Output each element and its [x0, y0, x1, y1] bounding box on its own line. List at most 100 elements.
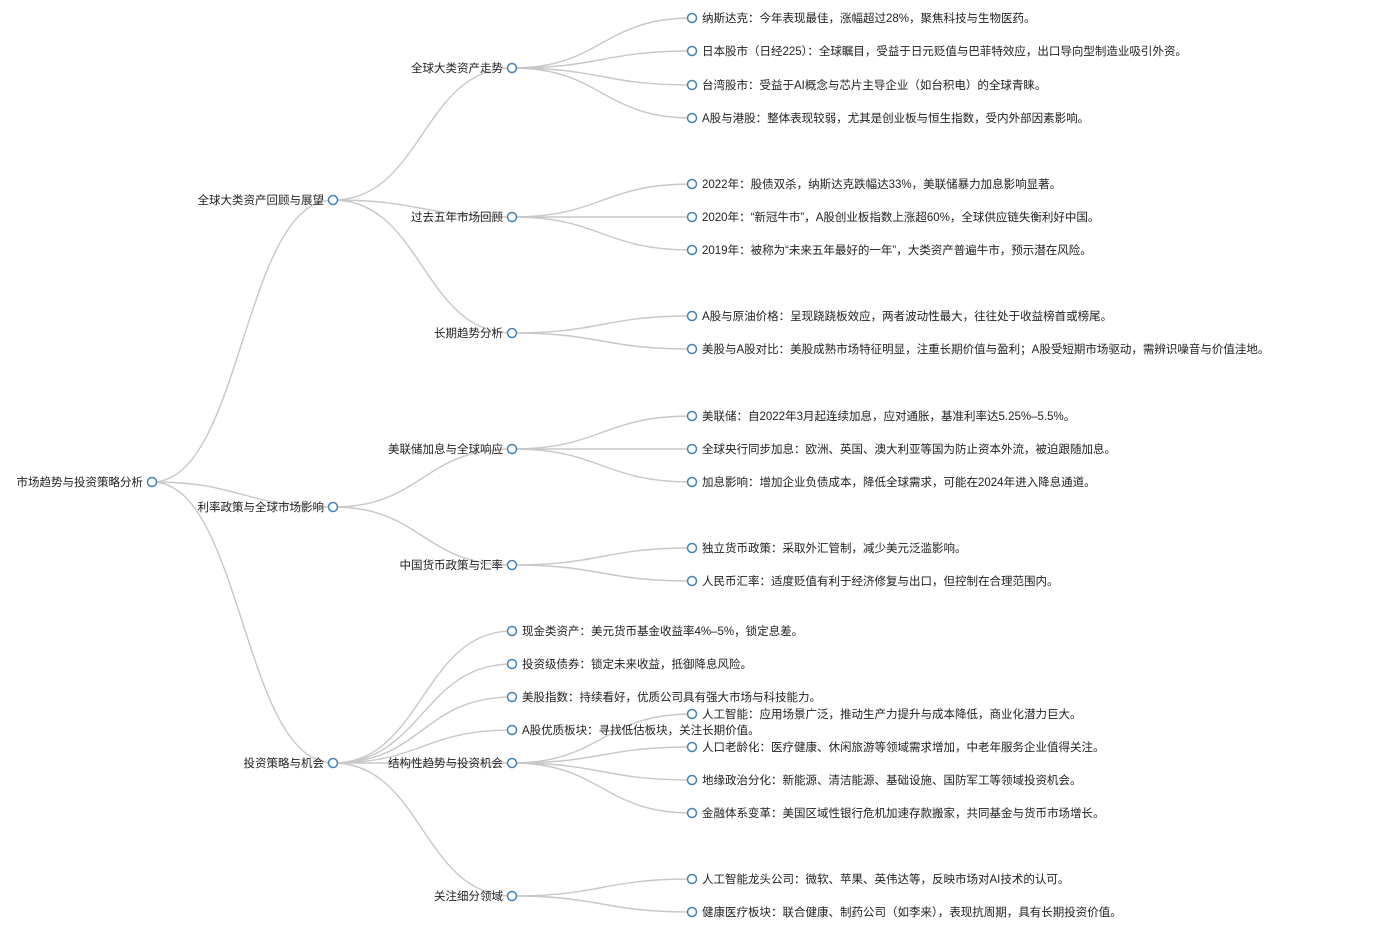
- node-circle-2-2[interactable]: [506, 691, 518, 703]
- tree-node-0-2[interactable]: 长期趋势分析: [434, 326, 518, 340]
- node-circle-0-0[interactable]: [506, 62, 518, 74]
- node-circle-0[interactable]: [327, 194, 339, 206]
- tree-node-1-0[interactable]: 美联储加息与全球响应: [388, 442, 518, 456]
- node-circle-0-2-0[interactable]: [686, 310, 698, 322]
- node-circle-0-2-1[interactable]: [686, 343, 698, 355]
- node-label-1-0-1: 全球央行同步加息：欧洲、英国、澳大利亚等国为防止资本外流，被迫跟随加息。: [702, 442, 1116, 456]
- tree-node-0-1[interactable]: 过去五年市场回顾: [411, 210, 518, 224]
- node-circle-0-1-1[interactable]: [686, 211, 698, 223]
- tree-node-2[interactable]: 投资策略与机会: [244, 756, 339, 770]
- tree-node-2-4[interactable]: 结构性趋势与投资机会: [388, 756, 518, 770]
- tree-link: [332, 729, 513, 764]
- tree-node-0-0-0[interactable]: 纳斯达克：今年表现最佳，涨幅超过28%，聚焦科技与生物医药。: [686, 11, 1036, 25]
- tree-node-2-4-1[interactable]: 人口老龄化：医疗健康、休闲旅游等领域需求增加，中老年服务企业值得关注。: [686, 740, 1105, 754]
- tree-node-0-1-1[interactable]: 2020年：“新冠牛市”，A股创业板指数上涨超60%，全球供应链失衡利好中国。: [686, 210, 1100, 224]
- node-circle-0-1[interactable]: [506, 211, 518, 223]
- node-circle-2-5-1[interactable]: [686, 906, 698, 918]
- node-circle-2-4-3[interactable]: [686, 807, 698, 819]
- node-label-1-1-0: 独立货币政策：采取外汇管制，减少美元泛滥影响。: [702, 541, 967, 555]
- node-label-0-2: 长期趋势分析: [434, 326, 503, 340]
- tree-links: [151, 17, 693, 913]
- node-circle-2-5[interactable]: [506, 890, 518, 902]
- node-circle-0-1-0[interactable]: [686, 178, 698, 190]
- node-circle-2-4[interactable]: [506, 757, 518, 769]
- node-circle-2-4-2[interactable]: [686, 774, 698, 786]
- tree-node-1-1-1[interactable]: 人民币汇率：适度贬值有利于经济修复与出口，但控制在合理范围内。: [686, 574, 1059, 588]
- node-circle-1[interactable]: [327, 501, 339, 513]
- node-circle-1-1-0[interactable]: [686, 542, 698, 554]
- node-circle-1-1[interactable]: [506, 559, 518, 571]
- node-circle-2-4-1[interactable]: [686, 741, 698, 753]
- tree-node-0-2-1[interactable]: 美股与A股对比：美股成熟市场特征明显，注重长期价值与盈利；A股受短期市场驱动，需…: [686, 342, 1270, 356]
- tree-node-0-0[interactable]: 全球大类资产走势: [411, 61, 518, 75]
- tree-node-1-0-1[interactable]: 全球央行同步加息：欧洲、英国、澳大利亚等国为防止资本外流，被迫跟随加息。: [686, 442, 1117, 456]
- tree-node-1-0-2[interactable]: 加息影响：增加企业负债成本，降低全球需求，可能在2024年进入降息通道。: [686, 475, 1096, 489]
- node-label-0: 全球大类资产回顾与展望: [198, 193, 325, 207]
- node-label-2-0: 现金类资产：美元货币基金收益率4%–5%，锁定息差。: [522, 624, 803, 638]
- node-circle-2-4-0[interactable]: [686, 708, 698, 720]
- node-circle-1-0-0[interactable]: [686, 410, 698, 422]
- tree-link: [511, 762, 693, 781]
- tree-node-2-5[interactable]: 关注细分领域: [434, 889, 518, 903]
- tree-link: [511, 895, 693, 913]
- tree-node-2-4-2[interactable]: 地缘政治分化：新能源、清洁能源、基础设施、国防军工等领域投资机会。: [686, 773, 1082, 787]
- tree-node-1-1[interactable]: 中国货币政策与汇率: [400, 558, 518, 572]
- node-label-0-0-1: 日本股市（日经225）：全球瞩目，受益于日元贬值与巴菲特效应，出口导向型制造业吸…: [702, 44, 1187, 58]
- node-circle-0-0-0[interactable]: [686, 12, 698, 24]
- node-circle-0-0-3[interactable]: [686, 112, 698, 124]
- node-circle-0-1-2[interactable]: [686, 244, 698, 256]
- tree-node-0-0-2[interactable]: 台湾股市：受益于AI概念与芯片主导企业（如台积电）的全球青睐。: [686, 78, 1047, 92]
- tree-node-2-0[interactable]: 现金类资产：美元货币基金收益率4%–5%，锁定息差。: [506, 624, 804, 638]
- node-label-0-1: 过去五年市场回顾: [411, 210, 503, 224]
- node-label-0-2-0: A股与原油价格：呈现跷跷板效应，两者波动性最大，往往处于收益榜首或榜尾。: [702, 309, 1112, 323]
- tree-link: [511, 762, 693, 814]
- node-circle-root[interactable]: [146, 476, 158, 488]
- node-circle-2-1[interactable]: [506, 658, 518, 670]
- tree-link: [332, 630, 513, 764]
- tree-node-0-1-2[interactable]: 2019年：被称为“未来五年最好的一年”，大类资产普遍牛市，预示潜在风险。: [686, 243, 1092, 257]
- node-label-2-4: 结构性趋势与投资机会: [388, 756, 503, 770]
- node-label-0-0: 全球大类资产走势: [411, 61, 503, 75]
- tree-link: [151, 199, 334, 483]
- tree-node-1-1-0[interactable]: 独立货币政策：采取外汇管制，减少美元泛滥影响。: [686, 541, 967, 555]
- tree-link: [511, 746, 693, 764]
- node-circle-2-3[interactable]: [506, 724, 518, 736]
- node-circle-0-0-1[interactable]: [686, 45, 698, 57]
- node-label-1: 利率政策与全球市场影响: [198, 500, 325, 514]
- tree-node-2-2[interactable]: 美股指数：持续看好，优质公司具有强大市场与科技能力。: [506, 690, 822, 704]
- tree-node-0-0-3[interactable]: A股与港股：整体表现较弱，尤其是创业板与恒生指数，受内外部因素影响。: [686, 111, 1090, 125]
- tree-node-1-0-0[interactable]: 美联储：自2022年3月起连续加息，应对通胀，基准利率达5.25%–5.5%。: [686, 409, 1076, 423]
- node-circle-1-0-2[interactable]: [686, 476, 698, 488]
- tree-node-2-4-0[interactable]: 人工智能：应用场景广泛，推动生产力提升与成本降低，商业化潜力巨大。: [686, 707, 1082, 721]
- tree-node-0[interactable]: 全球大类资产回顾与展望: [198, 193, 339, 207]
- tree-node-root[interactable]: 市场趋势与投资策略分析: [17, 475, 158, 489]
- tree-link: [511, 17, 693, 69]
- tree-node-1[interactable]: 利率政策与全球市场影响: [198, 500, 339, 514]
- node-circle-2-5-0[interactable]: [686, 873, 698, 885]
- node-circle-1-0-1[interactable]: [686, 443, 698, 455]
- tree-link: [511, 67, 693, 119]
- node-label-1-1: 中国货币政策与汇率: [400, 558, 504, 572]
- tree-node-2-5-0[interactable]: 人工智能龙头公司：微软、苹果、英伟达等，反映市场对AI技术的认可。: [686, 872, 1070, 886]
- node-circle-2-0[interactable]: [506, 625, 518, 637]
- tree-node-2-1[interactable]: 投资级债券：锁定未来收益，抵御降息风险。: [506, 657, 753, 671]
- tree-link: [332, 67, 513, 201]
- tree-node-0-2-0[interactable]: A股与原油价格：呈现跷跷板效应，两者波动性最大，往往处于收益榜首或榜尾。: [686, 309, 1113, 323]
- tree-link: [332, 506, 513, 566]
- tree-node-0-0-1[interactable]: 日本股市（日经225）：全球瞩目，受益于日元贬值与巴菲特效应，出口导向型制造业吸…: [686, 44, 1187, 58]
- node-circle-2[interactable]: [327, 757, 339, 769]
- tree-node-2-5-1[interactable]: 健康医疗板块：联合健康、制药公司（如李来），表现抗周期，具有长期投资价值。: [686, 905, 1122, 919]
- node-circle-1-0[interactable]: [506, 443, 518, 455]
- tree-link: [332, 696, 513, 764]
- tree-link: [332, 448, 513, 508]
- node-circle-1-1-1[interactable]: [686, 575, 698, 587]
- tree-link: [151, 481, 334, 508]
- tree-link: [511, 415, 693, 450]
- node-circle-0-2[interactable]: [506, 327, 518, 339]
- node-label-0-0-3: A股与港股：整体表现较弱，尤其是创业板与恒生指数，受内外部因素影响。: [702, 111, 1089, 125]
- node-circle-0-0-2[interactable]: [686, 79, 698, 91]
- tree-node-0-1-0[interactable]: 2022年：股债双杀，纳斯达克跌幅达33%，美联储暴力加息影响显著。: [686, 177, 1062, 191]
- tree-node-2-4-3[interactable]: 金融体系变革：美国区域性银行危机加速存款搬家，共同基金与货币市场增长。: [686, 806, 1105, 820]
- tree-node-2-3[interactable]: A股优质板块：寻找低估板块，关注长期价值。: [506, 723, 760, 737]
